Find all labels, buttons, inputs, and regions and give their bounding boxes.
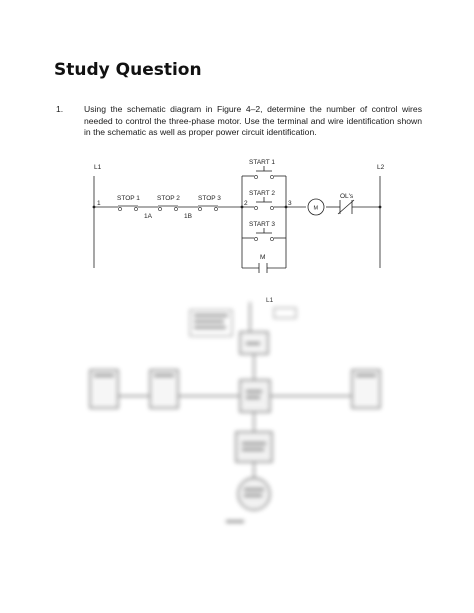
aux-contact-label: M bbox=[260, 254, 265, 261]
wire-1b-label: 1B bbox=[184, 213, 192, 220]
stop-2-label: STOP 2 bbox=[157, 195, 180, 202]
rail-right-label: L2 bbox=[377, 164, 385, 171]
blurred-wiring-figure bbox=[89, 302, 381, 523]
page-title: Study Question bbox=[54, 60, 202, 80]
start-3-label: START 3 bbox=[249, 221, 275, 228]
question-text: Using the schematic diagram in Figure 4–… bbox=[84, 104, 422, 137]
control-schematic: L1 L2 1 2 3 STOP 1 STOP 2 STOP 3 1A 1B S… bbox=[92, 159, 385, 273]
start-2-label: START 2 bbox=[249, 190, 275, 197]
node-2-label: 2 bbox=[244, 200, 248, 207]
motor-coil-label: M bbox=[314, 206, 319, 212]
wire-1a-label: 1A bbox=[144, 213, 153, 220]
node-1-label: 1 bbox=[97, 200, 101, 207]
blurred-figure-l1-label: L1 bbox=[266, 297, 274, 304]
question-number: 1. bbox=[56, 104, 64, 114]
stop-3-label: STOP 3 bbox=[198, 195, 221, 202]
rail-left-label: L1 bbox=[94, 164, 102, 171]
node-3-label: 3 bbox=[288, 200, 292, 207]
study-question: 1. Using the schematic diagram in Figure… bbox=[56, 104, 422, 139]
start-1-label: START 1 bbox=[249, 159, 275, 166]
stop-1-label: STOP 1 bbox=[117, 195, 140, 202]
overload-label: OL's bbox=[340, 193, 354, 200]
